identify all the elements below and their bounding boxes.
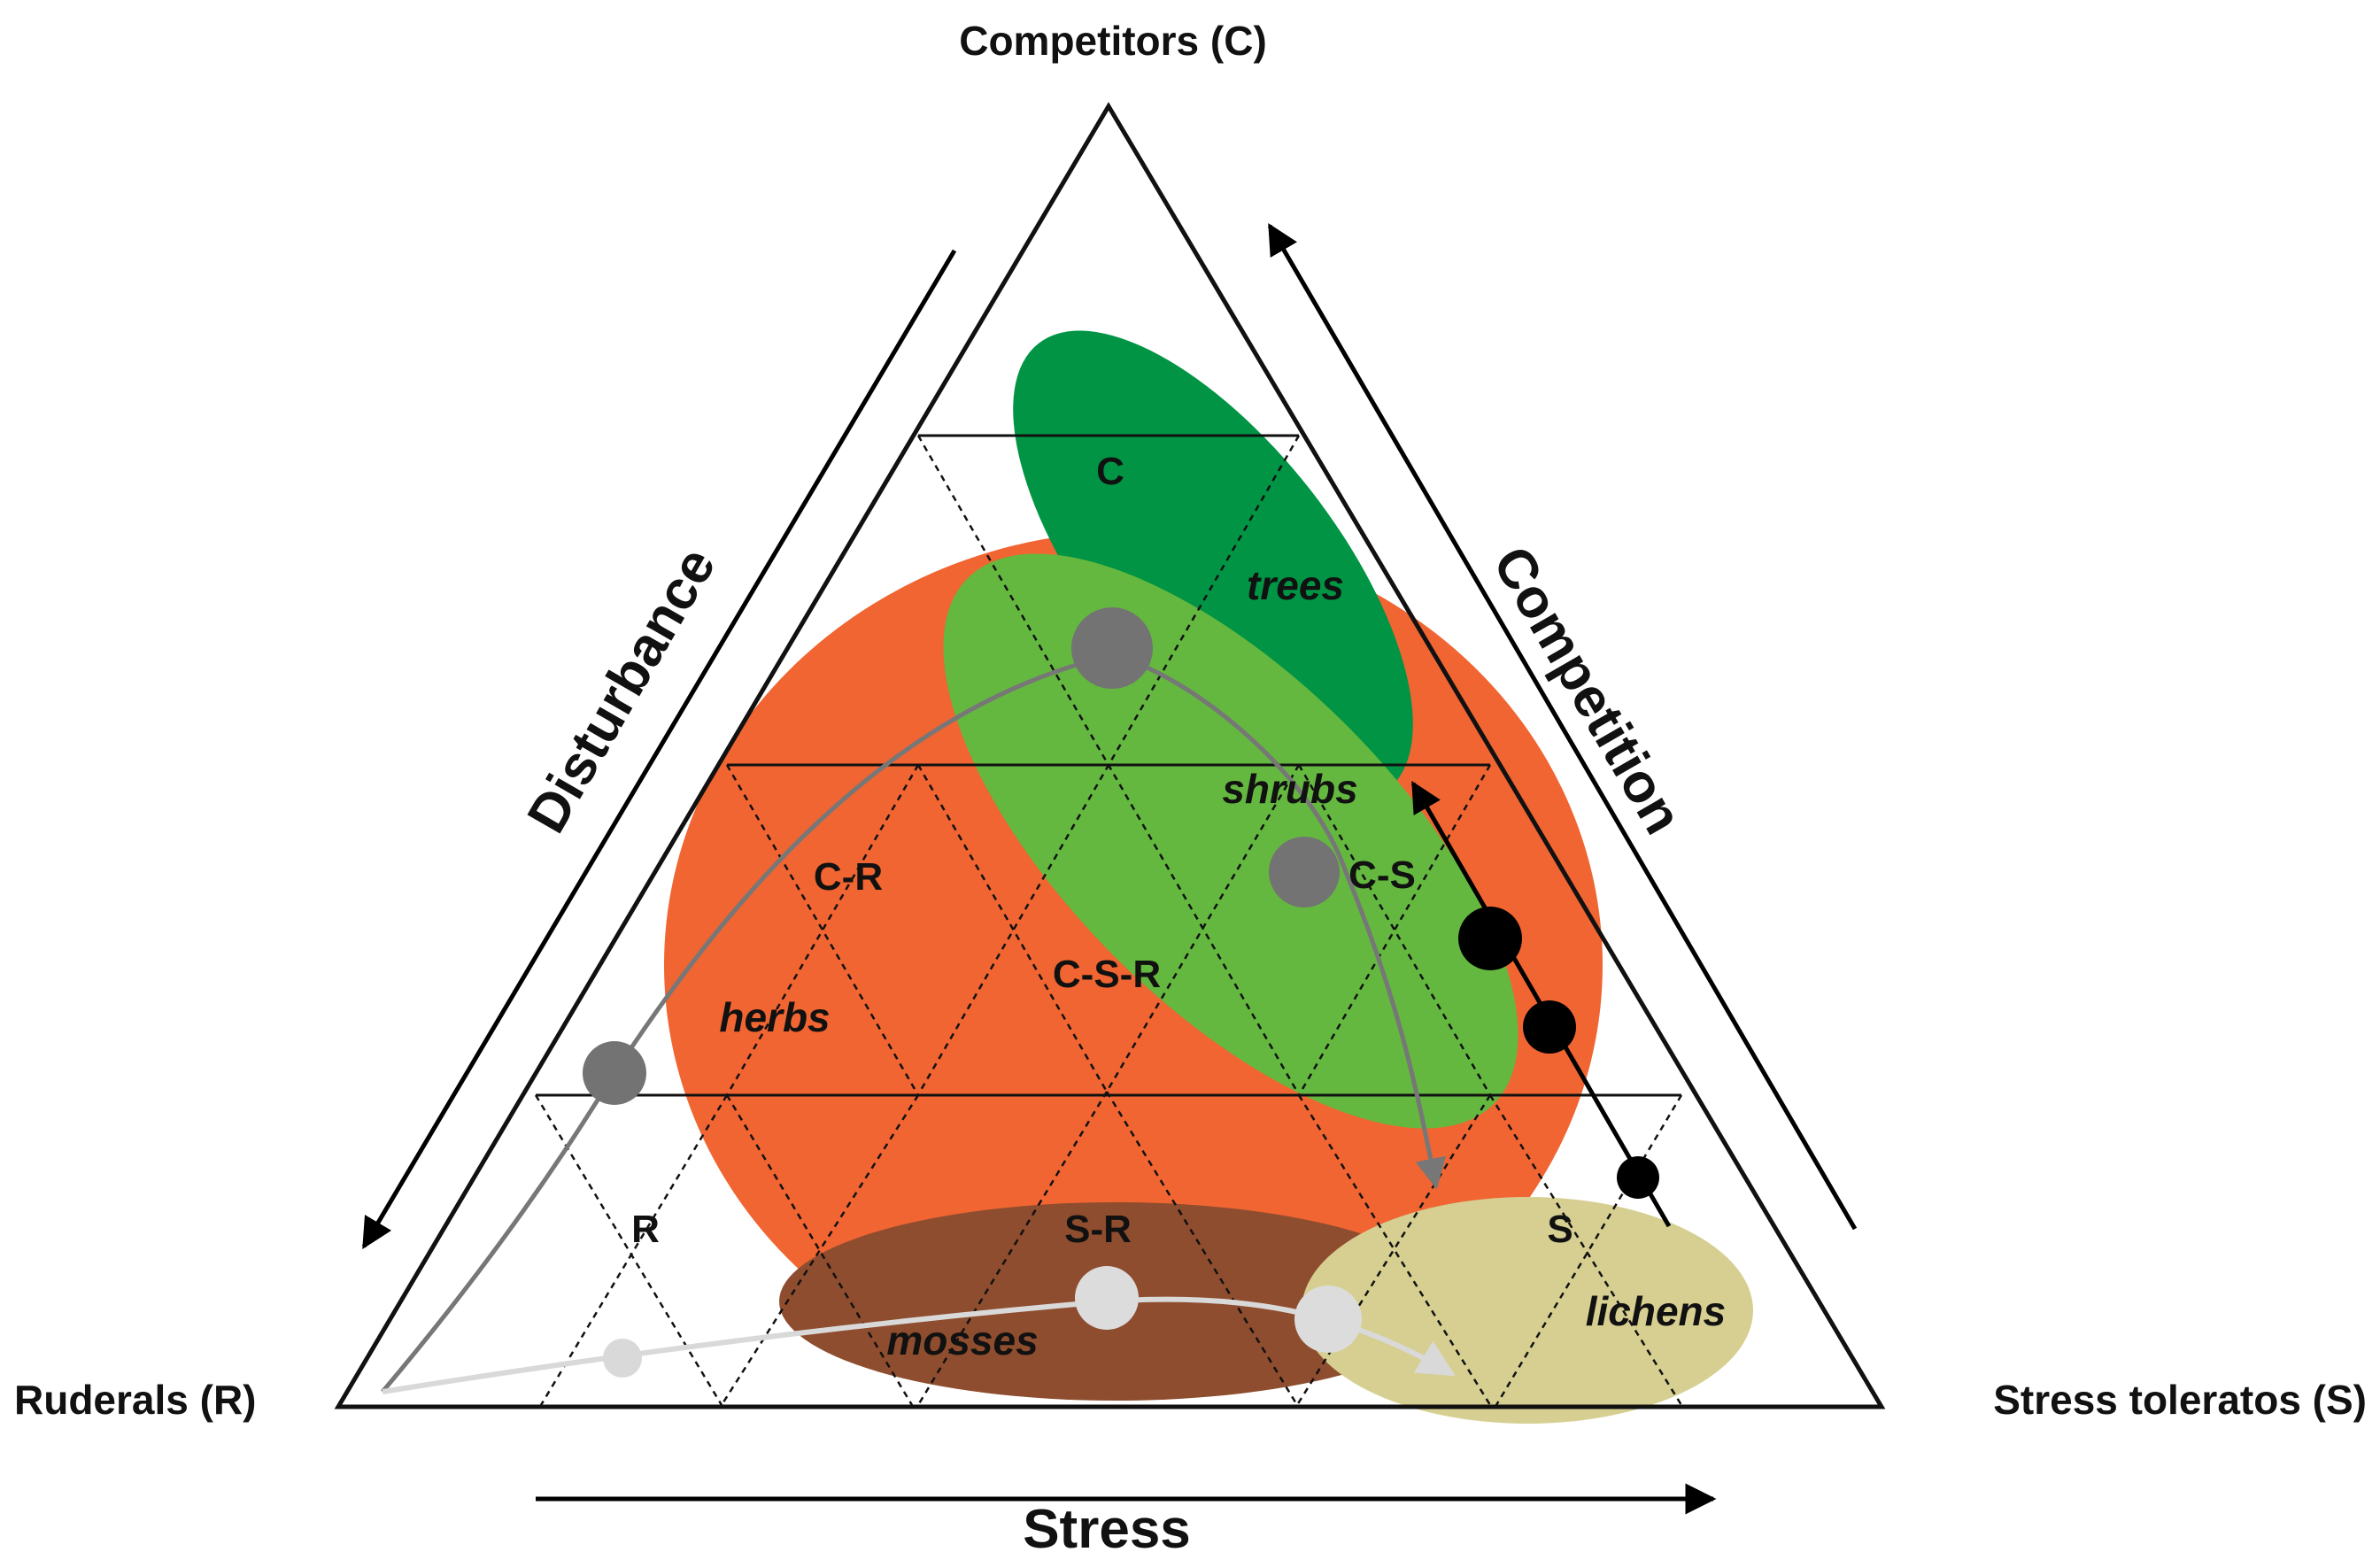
axis-label-stress: Stress: [1023, 1499, 1191, 1552]
region-label-r: R: [631, 1208, 660, 1251]
black-trajectory-point: [1458, 907, 1522, 970]
dark-trajectory-line: [381, 652, 1446, 1394]
black-trajectory-point: [1617, 1156, 1659, 1199]
main-triangle: [334, 102, 1886, 1409]
light-trajectory-point: [1075, 1266, 1139, 1330]
group-label-herbs: herbs: [719, 994, 830, 1040]
region-label-cs: C-S: [1348, 853, 1416, 897]
horizontal-dividers: [536, 434, 1681, 1097]
group-label-mosses: mosses: [886, 1317, 1038, 1363]
group-label-trees: trees: [1247, 562, 1344, 608]
competition-arrow: [1267, 222, 1858, 1231]
dark-trajectory-point: [1269, 837, 1340, 907]
light-trajectory-point: [1294, 1286, 1362, 1353]
corner-label-ruderals: Ruderals (R): [14, 1377, 256, 1423]
black-trajectory-point: [1523, 1000, 1576, 1054]
region-label-s: S: [1547, 1208, 1572, 1251]
shrubs-region: [943, 553, 1518, 1129]
corner-label-stress-tolerators: Stress toleratos (S): [1993, 1377, 2367, 1423]
disturbance-arrow: [361, 249, 957, 1250]
region-label-sr: S-R: [1064, 1208, 1132, 1251]
dark-trajectory-point: [583, 1041, 646, 1105]
group-label-shrubs: shrubs: [1222, 766, 1357, 812]
region-label-c: C: [1096, 450, 1124, 493]
dashed-grid: [534, 435, 1683, 1406]
group-label-lichens: lichens: [1586, 1288, 1727, 1334]
corner-label-competitors: Competitors (C): [959, 18, 1267, 64]
trees-region: [1013, 330, 1413, 803]
region-label-csr: C-S-R: [1053, 953, 1161, 996]
dark-trajectory-point: [1071, 607, 1153, 689]
region-label-cr: C-R: [814, 855, 883, 899]
light-trajectory-point: [603, 1339, 642, 1378]
